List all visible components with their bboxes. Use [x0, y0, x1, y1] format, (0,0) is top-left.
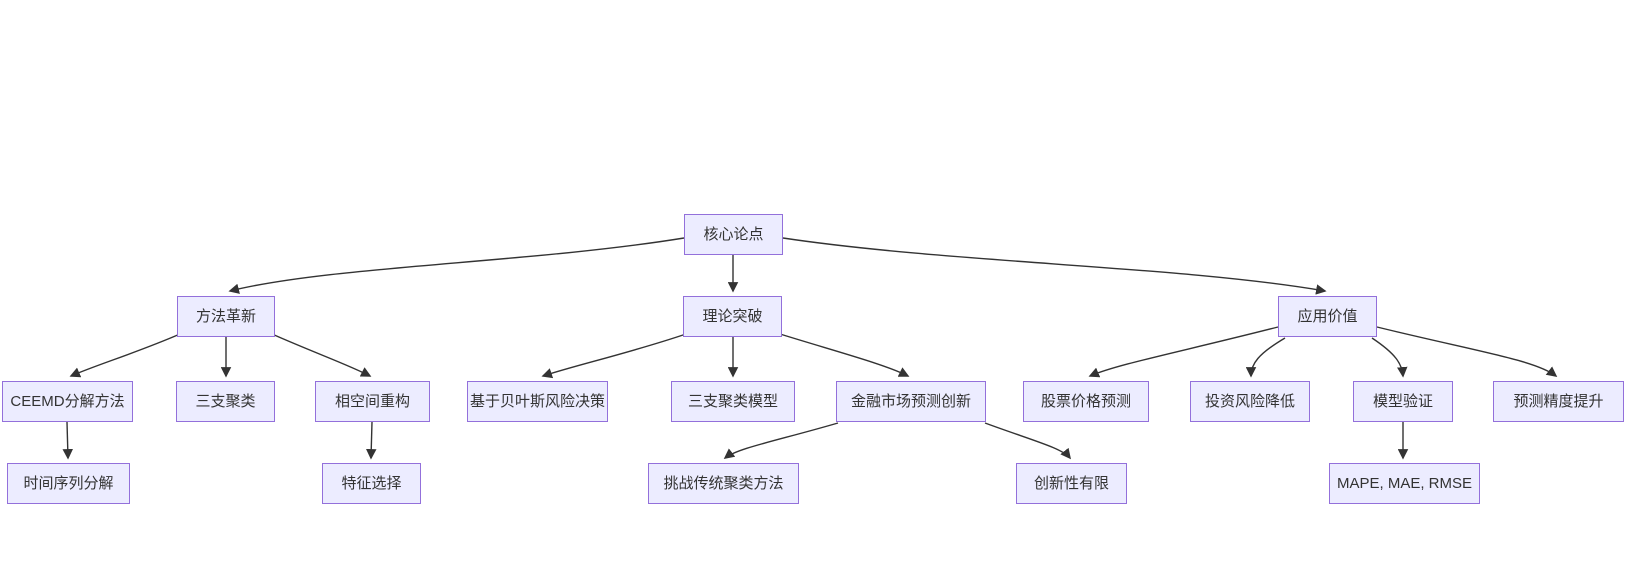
node-feature-selection: 特征选择 — [322, 463, 421, 504]
node-three-way-clustering: 三支聚类 — [176, 381, 275, 422]
node-stock-price-prediction: 股票价格预测 — [1023, 381, 1149, 422]
edge-method-innovation-to-ceemd-decomposition — [69, 333, 181, 378]
node-theory-breakthrough: 理论突破 — [683, 296, 782, 337]
node-bayesian-risk-decision: 基于贝叶斯风险决策 — [467, 381, 608, 422]
edge-core-thesis-to-method-innovation — [228, 237, 685, 294]
node-core-thesis: 核心论点 — [684, 214, 783, 255]
node-method-innovation: 方法革新 — [177, 296, 275, 337]
node-challenge-traditional-clustering: 挑战传统聚类方法 — [648, 463, 799, 504]
node-error-metrics: MAPE, MAE, RMSE — [1329, 463, 1480, 504]
node-financial-market-forecast-innovation: 金融市场预测创新 — [836, 381, 986, 422]
edge-application-value-to-stock-price-prediction — [1088, 326, 1279, 378]
node-time-series-decomposition: 时间序列分解 — [7, 463, 130, 504]
edge-ceemd-decomposition-to-time-series-decomposition — [62, 421, 74, 460]
node-phase-space-reconstruction: 相空间重构 — [315, 381, 430, 422]
edge-phase-space-reconstruction-to-feature-selection — [365, 421, 377, 460]
edge-theory-breakthrough-to-bayesian-risk-decision — [541, 333, 687, 379]
edge-theory-breakthrough-to-financial-market-forecast-innovation — [779, 333, 910, 377]
edge-financial-market-forecast-innovation-to-limited-innovation — [984, 422, 1071, 460]
edge-application-value-to-forecast-accuracy-improvement — [1376, 326, 1558, 377]
node-three-way-clustering-model: 三支聚类模型 — [671, 381, 795, 422]
edge-financial-market-forecast-innovation-to-challenge-traditional-clustering — [723, 422, 839, 459]
node-ceemd-decomposition: CEEMD分解方法 — [2, 381, 133, 422]
node-model-validation: 模型验证 — [1353, 381, 1453, 422]
node-investment-risk-reduction: 投资风险降低 — [1190, 381, 1310, 422]
node-application-value: 应用价值 — [1278, 296, 1377, 337]
edge-application-value-to-model-validation — [1371, 337, 1408, 378]
node-forecast-accuracy-improvement: 预测精度提升 — [1493, 381, 1624, 422]
edge-application-value-to-investment-risk-reduction — [1245, 337, 1286, 378]
edge-core-thesis-to-application-value — [782, 237, 1327, 295]
node-limited-innovation: 创新性有限 — [1016, 463, 1127, 504]
edge-method-innovation-to-phase-space-reconstruction — [271, 333, 372, 377]
